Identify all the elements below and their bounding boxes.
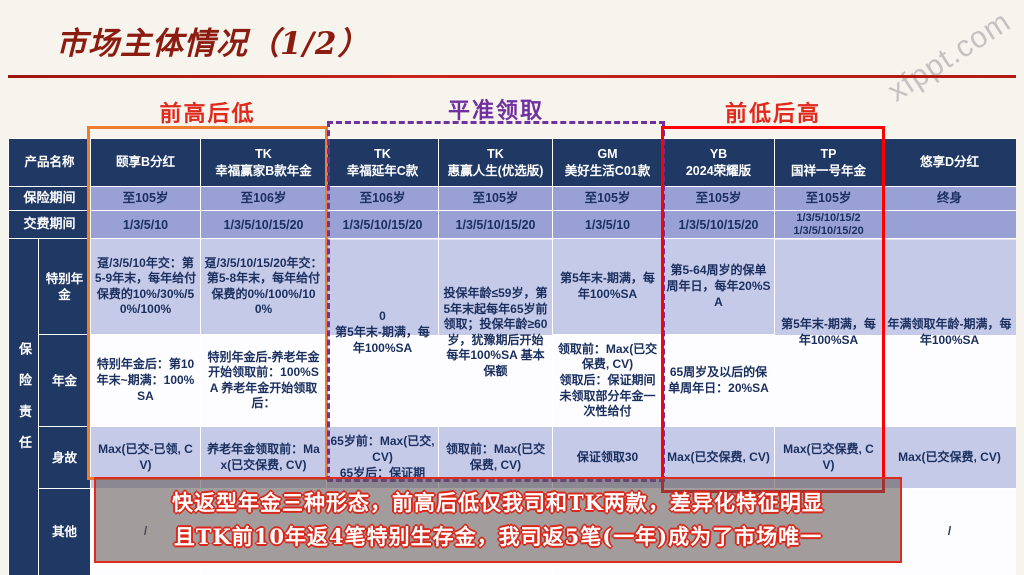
liability-vertical-text: 保险责任 xyxy=(16,342,32,468)
group-label-level: 平准领取 xyxy=(447,98,544,123)
row-payment: 交费期间 1/3/5/10 1/3/5/10/15/20 1/3/5/10/15… xyxy=(8,209,1016,240)
cell-period-0: 至105岁 xyxy=(90,186,202,211)
cell-special-6: 第5年末-期满，每年100%SA xyxy=(774,238,884,428)
cell-special-5: 第5-64周岁的保单周年日，每年20%SA xyxy=(662,238,776,336)
banner-line-2: 且TK前10年返4笔特别生存金，我司返5笔(一年)成为了市场唯一 xyxy=(173,524,823,549)
corner-header: 产品名称 xyxy=(8,138,92,187)
row-label-annuity: 年金 xyxy=(37,334,92,428)
cell-payment-3: 1/3/5/10/15/20 xyxy=(438,209,554,240)
cell-payment-1: 1/3/5/10/15/20 xyxy=(200,209,328,240)
table-header-row: 产品名称 颐享B分红 TK 幸福赢家B款年金 TK 幸福延年C款 TK 惠赢人生… xyxy=(8,138,1016,187)
cell-annuity-5: 65周岁及以后的保单周年日：20%SA xyxy=(662,334,776,428)
product-header-tp-guoxiang: TP 国祥一号年金 xyxy=(774,138,884,187)
cell-period-4: 至105岁 xyxy=(552,186,664,211)
cell-special-7: 年满领取年龄-期满，每年100%SA xyxy=(882,238,1016,428)
row-label-other: 其他 xyxy=(37,488,92,575)
cell-payment-6: 1/3/5/10/15/2 1/3/5/10/15/20 xyxy=(774,209,884,240)
cell-special-0: 趸/3/5/10年交：第5-9年末，每年给付保费的10%/30%/50%/100… xyxy=(90,238,202,336)
group-label-front-high: 前高后低 xyxy=(159,101,256,126)
row-label-special-annuity: 特别年金 xyxy=(37,238,92,336)
product-header-tk-yingjia: TK 幸福赢家B款年金 xyxy=(200,138,328,187)
row-special-annuity: 保险责任 特别年金 趸/3/5/10年交：第5-9年末，每年给付保费的10%/3… xyxy=(8,238,1016,575)
group-label-front-low: 前低后高 xyxy=(724,101,821,126)
product-header-tk-huiying: TK 惠赢人生(优选版) xyxy=(438,138,554,187)
row-period: 保险期间 至105岁 至106岁 至106岁 至105岁 至105岁 至105岁… xyxy=(8,186,1016,211)
product-header-yixiang-b: 颐享B分红 xyxy=(90,138,202,187)
banner-line-1: 快返型年金三种形态，前高后低仅我司和TK两款，差异化特征明显 xyxy=(172,490,824,516)
cell-special-2: 0 第5年末-期满，每年100%SA xyxy=(326,238,440,428)
cell-annuity-4: 领取前：Max(已交保费, CV) 领取后：保证期间未领取部分年金一次性给付 xyxy=(552,334,664,428)
title-divider xyxy=(8,75,1016,78)
cell-other-7: / xyxy=(882,488,1016,575)
cell-annuity-0: 特别年金后：第10年末~期满：100%SA xyxy=(90,334,202,428)
cell-special-4: 第5年末-期满，每年100%SA xyxy=(552,238,664,336)
table-container: 产品名称 颐享B分红 TK 幸福赢家B款年金 TK 幸福延年C款 TK 惠赢人生… xyxy=(8,138,1016,575)
comparison-table: 产品名称 颐享B分红 TK 幸福赢家B款年金 TK 幸福延年C款 TK 惠赢人生… xyxy=(8,138,1016,575)
cell-period-7: 终身 xyxy=(882,186,1016,211)
cell-death-7: Max(已交保费, CV) xyxy=(882,426,1016,490)
watermark: xfppt.com xyxy=(881,4,1017,109)
summary-banner: 快返型年金三种形态，前高后低仅我司和TK两款，差异化特征明显 且TK前10年返4… xyxy=(94,477,902,563)
cell-period-5: 至105岁 xyxy=(662,186,776,211)
page-title: 市场主体情况（1/2） xyxy=(56,26,370,62)
cell-payment-7 xyxy=(882,209,1016,240)
row-label-liability: 保险责任 xyxy=(8,238,39,575)
product-header-gm-meihao: GM 美好生活C01款 xyxy=(552,138,664,187)
row-label-payment: 交费期间 xyxy=(8,209,92,240)
product-header-yb-rongyao: YB 2024荣耀版 xyxy=(662,138,776,187)
row-label-period: 保险期间 xyxy=(8,186,92,211)
cell-payment-5: 1/3/5/10/15/20 xyxy=(662,209,776,240)
cell-period-6: 至105岁 xyxy=(774,186,884,211)
cell-payment-4: 1/3/5/10 xyxy=(552,209,664,240)
cell-payment-0: 1/3/5/10 xyxy=(90,209,202,240)
row-label-death: 身故 xyxy=(37,426,92,490)
product-header-tk-yannian: TK 幸福延年C款 xyxy=(326,138,440,187)
cell-period-2: 至106岁 xyxy=(326,186,440,211)
cell-annuity-1: 特别年金后-养老年金开始领取前：100%SA 养老年金开始领取后： xyxy=(200,334,328,428)
product-header-youxiang-d: 悠享D分红 xyxy=(882,138,1016,187)
cell-special-3: 投保年龄≤59岁，第5年末起每年65岁前领取；投保年龄≥60岁，犹豫期后开始每年… xyxy=(438,238,554,428)
cell-special-1: 趸/3/5/10/15/20年交：第5-8年末，每年给付保费的0%/100%/1… xyxy=(200,238,328,336)
cell-payment-2: 1/3/5/10/15/20 xyxy=(326,209,440,240)
row-annuity: 年金 特别年金后：第10年末~期满：100%SA 特别年金后-养老年金开始领取前… xyxy=(9,334,1017,428)
cell-period-3: 至105岁 xyxy=(438,186,554,211)
cell-period-1: 至106岁 xyxy=(200,186,328,211)
